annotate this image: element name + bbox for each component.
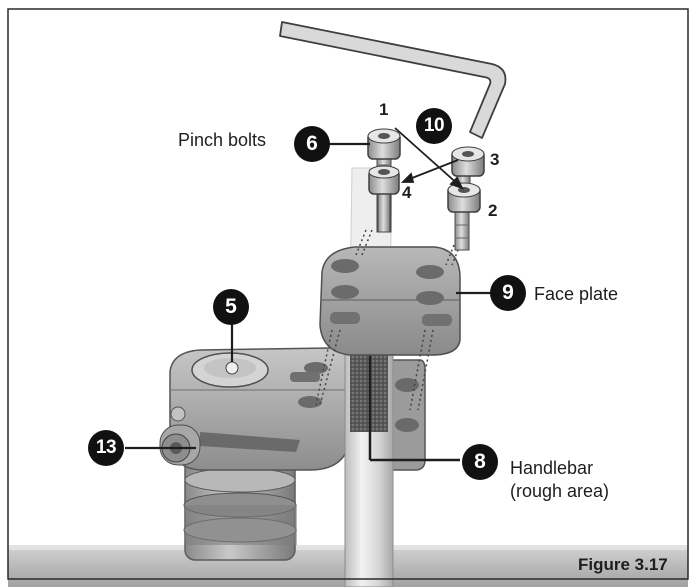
allen-key (279, 21, 507, 139)
alignment-lines (315, 229, 461, 411)
callout-9: 9 (490, 275, 526, 311)
headset-stack (183, 449, 297, 561)
callout-6: 6 (294, 126, 330, 162)
callout-8: 8 (462, 444, 498, 480)
bolt-order-4: 4 (402, 183, 412, 202)
tightening-sequence-arrows (394, 127, 464, 190)
callout-13: 13 (88, 430, 124, 466)
pinch-bolt-2 (447, 182, 481, 251)
callout-5: 5 (213, 289, 249, 325)
face-plate (319, 246, 461, 356)
pinch-bolts-label: Pinch bolts (178, 130, 267, 150)
handlebar-rough-area-label: (rough area) (510, 481, 610, 501)
figure-border (7, 8, 689, 580)
callout-10: 10 (416, 108, 452, 144)
handlebar-label: Handlebar (510, 458, 594, 478)
face-plate-label: Face plate (534, 284, 619, 304)
figure-caption: Figure 3.17 (578, 555, 668, 574)
bolt-order-1: 1 (379, 100, 389, 119)
bolt-order-3: 3 (490, 150, 500, 169)
bolt-order-2: 2 (488, 201, 498, 220)
pinch-bolt-4 (368, 165, 400, 233)
stem-body (159, 347, 353, 471)
